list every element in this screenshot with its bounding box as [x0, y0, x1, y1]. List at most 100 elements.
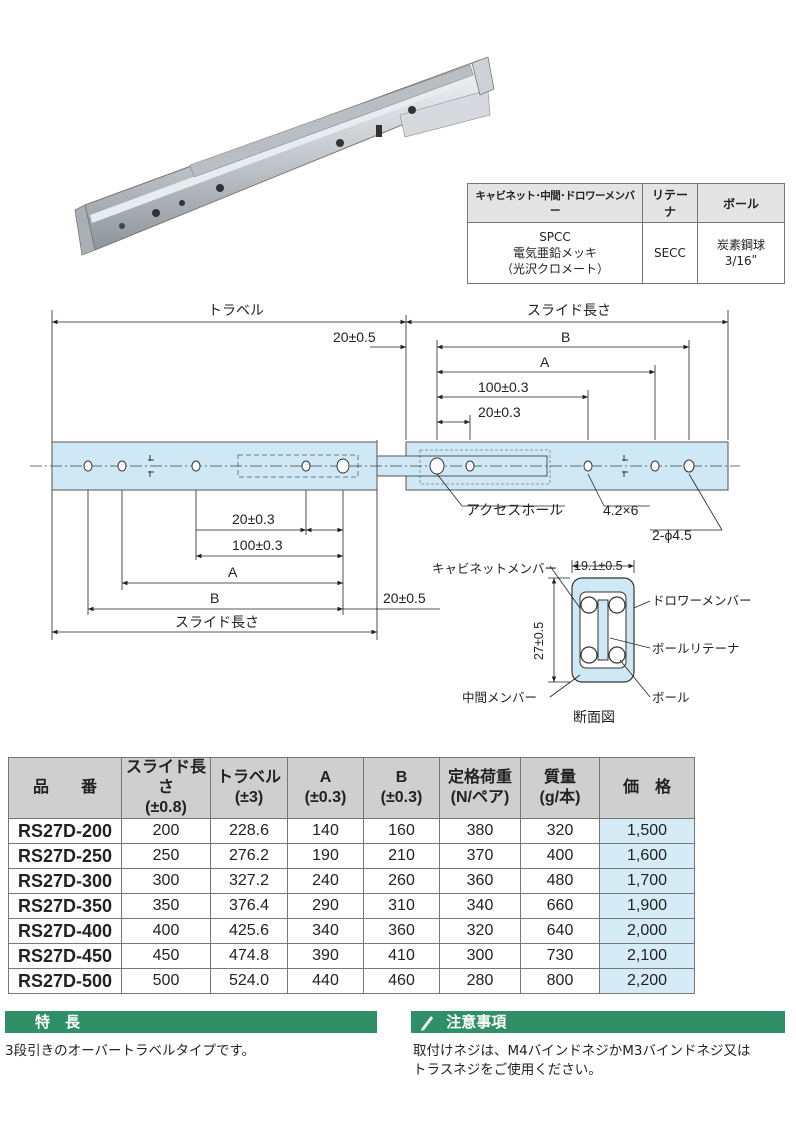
value-cell: 400: [520, 843, 600, 869]
material-ball-cell: 炭素鋼球3/16ʺ: [696, 222, 786, 284]
value-cell: 290: [287, 893, 364, 919]
pen-icon: [419, 1011, 435, 1039]
header-a: A(±0.3): [287, 757, 364, 819]
spec-header-row: 品 番 スライド長さ(±0.8) トラベル (±3) A(±0.3) B (±0.3…: [8, 757, 695, 819]
value-cell: 210: [363, 843, 440, 869]
width-191-label: 19.1±0.5: [574, 559, 623, 573]
header-line: (±3): [234, 789, 264, 806]
value-cell: 160: [363, 818, 440, 844]
dim-20-05-bottom: 20±0.5: [383, 590, 426, 606]
value-cell: 800: [520, 968, 600, 994]
model-cell: RS27D-350: [8, 893, 122, 919]
material-member-line: SPCC: [539, 230, 571, 244]
ball-retainer-label: ボールリテーナ: [652, 642, 740, 656]
material-header-ball: ボール: [696, 183, 786, 223]
value-cell: 340: [287, 918, 364, 944]
value-cell: 340: [439, 893, 521, 919]
holes-45-label: 2-ϕ4.5: [652, 527, 692, 543]
spec-table: 品 番 スライド長さ(±0.8) トラベル (±3) A(±0.3) B (±0.3…: [8, 757, 695, 994]
header-line: B: [395, 769, 408, 786]
slide-length-top-label: スライド長さ: [527, 302, 611, 318]
header-line: (N/ペア): [450, 789, 510, 806]
value-cell: 425.6: [210, 918, 288, 944]
cabinet-member-label: キャビネットメンバー: [432, 562, 557, 576]
price-cell: 1,500: [599, 818, 695, 844]
value-cell: 410: [363, 943, 440, 969]
value-cell: 440: [287, 968, 364, 994]
value-cell: 310: [363, 893, 440, 919]
material-member-line: （光沢クロメート）: [501, 262, 610, 276]
price-cell: 2,100: [599, 943, 695, 969]
header-b: B (±0.3): [363, 757, 440, 819]
header-line: 品 番: [32, 779, 97, 796]
dim-a-bottom: A: [228, 564, 238, 580]
model-cell: RS27D-400: [8, 918, 122, 944]
features-text: 3段引きのオーバートラベルタイプです。: [5, 1043, 256, 1059]
header-line: (±0.3): [304, 789, 347, 806]
model-cell: RS27D-500: [8, 968, 122, 994]
material-member-line: 電気亜鉛メッキ: [513, 246, 598, 260]
value-cell: 376.4: [210, 893, 288, 919]
product-image: [74, 56, 495, 256]
dimension-drawing: トラベル スライド長さ 20±0.5 B A 100±0.3 20±0.3 アク…: [30, 302, 752, 725]
ball-label: ボール: [652, 691, 690, 705]
header-line: (g/本): [539, 789, 581, 806]
dim-a-top: A: [540, 354, 550, 370]
value-cell: 200: [121, 818, 211, 844]
header-line: スライド長さ: [125, 759, 206, 796]
value-cell: 140: [287, 818, 364, 844]
model-cell: RS27D-450: [8, 943, 122, 969]
value-cell: 320: [439, 918, 521, 944]
dim-100-top: 100±0.3: [478, 379, 529, 395]
access-hole-label: アクセスホール: [466, 502, 563, 518]
value-cell: 474.8: [210, 943, 288, 969]
value-cell: 360: [363, 918, 440, 944]
drawer-member-label: ドロワーメンバー: [652, 594, 752, 608]
value-cell: 390: [287, 943, 364, 969]
header-slide-length: スライド長さ(±0.8): [121, 757, 211, 819]
price-cell: 1,700: [599, 868, 695, 894]
header-line: 質量: [543, 769, 576, 786]
value-cell: 190: [287, 843, 364, 869]
model-cell: RS27D-250: [8, 843, 122, 869]
value-cell: 370: [439, 843, 521, 869]
value-cell: 480: [520, 868, 600, 894]
caution-text: 取付けネジは、M4バインドネジかM3バインドネジ又は トラスネジをご使用ください…: [413, 1042, 791, 1080]
header-mass: 質量 (g/本): [520, 757, 600, 819]
dim-20-03-bottom: 20±0.3: [232, 511, 275, 527]
header-rated-load: 定格荷重 (N/ペア): [439, 757, 521, 819]
value-cell: 260: [363, 868, 440, 894]
caution-line: トラスネジをご使用ください。: [413, 1062, 602, 1078]
header-line: (±0.3): [380, 789, 423, 806]
middle-member-label: 中間メンバー: [462, 690, 537, 705]
value-cell: 240: [287, 868, 364, 894]
price-cell: 1,600: [599, 843, 695, 869]
value-cell: 500: [121, 968, 211, 994]
value-cell: 320: [520, 818, 600, 844]
value-cell: 450: [121, 943, 211, 969]
value-cell: 350: [121, 893, 211, 919]
dim-b-top: B: [561, 329, 570, 345]
value-cell: 640: [520, 918, 600, 944]
value-cell: 660: [520, 893, 600, 919]
value-cell: 300: [121, 868, 211, 894]
material-header-retainer: リテーナ: [642, 183, 698, 223]
dim-20-05-top: 20±0.5: [333, 329, 376, 345]
dim-b-bottom: B: [210, 590, 219, 606]
value-cell: 327.2: [210, 868, 288, 894]
value-cell: 276.2: [210, 843, 288, 869]
value-cell: 250: [121, 843, 211, 869]
value-cell: 360: [439, 868, 521, 894]
header-line: トラベル: [216, 769, 281, 786]
header-travel: トラベル (±3): [210, 757, 288, 819]
header-line: 価 格: [622, 779, 671, 796]
header-line: 定格荷重: [447, 769, 512, 786]
height-27-label: 27±0.5: [532, 622, 546, 660]
caution-title: 注意事項: [446, 1013, 507, 1031]
value-cell: 228.6: [210, 818, 288, 844]
